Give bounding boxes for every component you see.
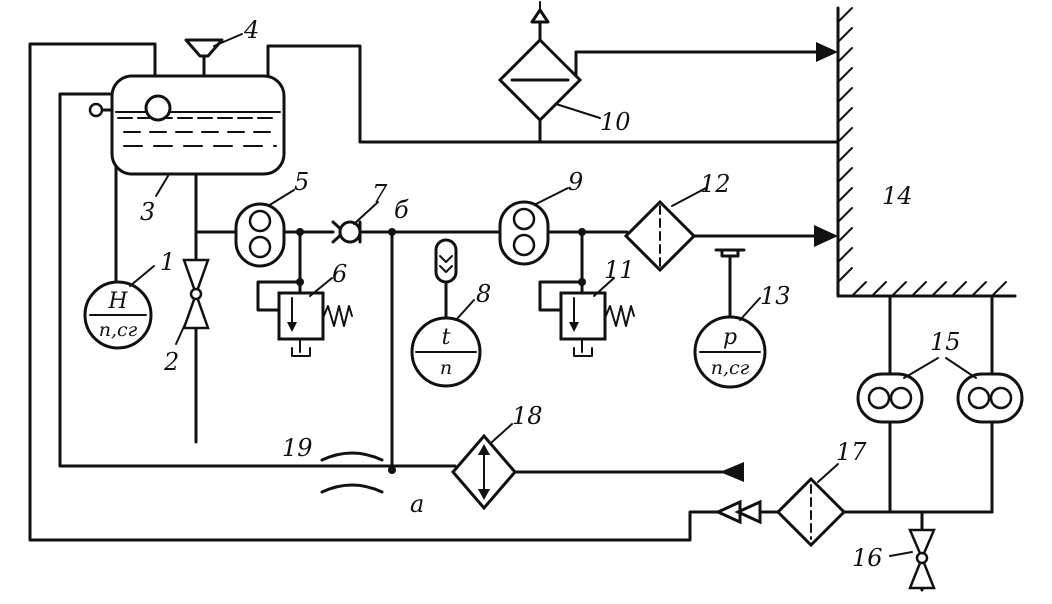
float-icon <box>144 94 172 122</box>
label-10: 10 <box>600 108 631 136</box>
temperature-gauge-top: t <box>442 325 451 350</box>
level-gauge-bottom: п,сг <box>99 319 138 341</box>
cooler-18 <box>451 433 517 511</box>
label-b: б <box>394 196 409 224</box>
air-filter-10 <box>497 1 583 123</box>
label-1: 1 <box>160 248 175 276</box>
scavenge-pump-15a <box>856 372 924 424</box>
label-3: 3 <box>140 198 155 226</box>
float-pivot <box>88 102 104 118</box>
pump-9 <box>498 200 550 266</box>
label-7: 7 <box>372 180 388 208</box>
pressure-gauge-bottom: п,сг <box>711 357 750 379</box>
label-6: 6 <box>332 260 347 288</box>
arrow-icon <box>814 225 838 247</box>
drain-valve-2 <box>182 258 210 330</box>
label-5: 5 <box>294 168 309 196</box>
label-4: 4 <box>243 16 259 44</box>
pressure-gauge-top: p <box>723 325 737 350</box>
arrow-icon <box>720 462 744 482</box>
filter-12 <box>623 199 697 273</box>
label-8: 8 <box>476 280 491 308</box>
level-gauge-top: H <box>107 289 128 314</box>
label-15: 15 <box>930 328 961 356</box>
scavenge-pump-15b <box>956 372 1024 424</box>
throttle-19 <box>320 451 384 494</box>
flow-arrows <box>714 42 838 525</box>
label-a: а <box>410 490 424 518</box>
temperature-gauge-bottom: п <box>440 357 452 379</box>
leader-lines <box>129 33 977 557</box>
thermo-sensor-8 <box>434 238 458 284</box>
check-valve-7 <box>331 220 362 244</box>
drain-valve-16 <box>908 528 936 590</box>
label-13: 13 <box>760 282 791 310</box>
tank-3 <box>110 74 286 176</box>
level-gauge-1: H п,сг <box>83 280 153 350</box>
arrow-icon <box>734 499 762 525</box>
filler-funnel-4 <box>184 38 224 78</box>
label-11: 11 <box>604 256 635 284</box>
label-9: 9 <box>568 168 583 196</box>
relief-valve-6 <box>277 291 353 357</box>
temperature-gauge-8: t п <box>410 316 482 388</box>
junction-dots <box>296 228 586 474</box>
pipelines <box>28 20 994 592</box>
number-labels: 1 2 3 4 5 6 7 б 8 9 10 11 12 13 14 15 16… <box>140 16 961 572</box>
label-18: 18 <box>512 402 543 430</box>
pump-5 <box>234 202 286 268</box>
relief-valve-11 <box>559 291 635 357</box>
label-12: 12 <box>700 170 731 198</box>
label-19: 19 <box>282 434 313 462</box>
pressure-gauge-13: p п,сг <box>693 248 767 389</box>
arrow-icon <box>816 42 838 62</box>
label-2: 2 <box>163 348 179 376</box>
consumer-wall-14 <box>836 6 1017 298</box>
label-17: 17 <box>836 438 867 466</box>
label-14: 14 <box>882 182 913 210</box>
return-filter-17 <box>775 476 847 548</box>
label-16: 16 <box>852 544 883 572</box>
